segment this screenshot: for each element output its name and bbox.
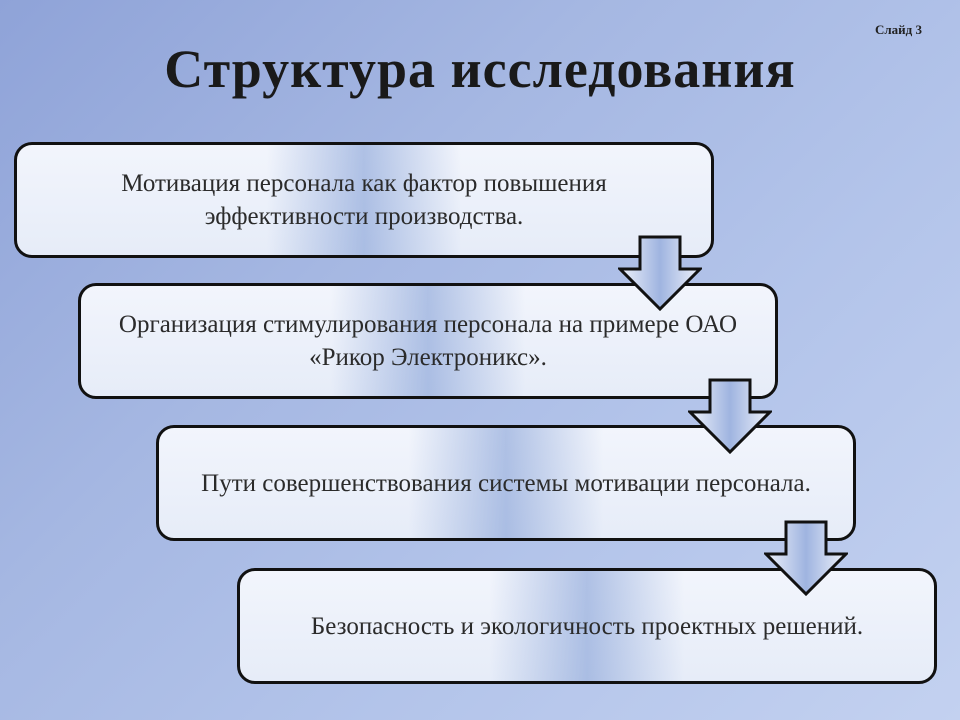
step-text: Мотивация персонала как фактор повышения… — [121, 170, 607, 230]
slide-number: Слайд 3 — [875, 22, 922, 37]
step-text: Безопасность и экологичность проектных р… — [310, 612, 864, 640]
step-box-2: Организация стимулирования персонала на … — [78, 283, 778, 399]
step-box-4: Безопасность и экологичность проектных р… — [237, 568, 937, 684]
step-text: Пути совершенствования системы мотивации… — [201, 469, 811, 497]
down-arrow-icon — [764, 520, 848, 596]
down-arrow-icon — [688, 378, 772, 454]
down-arrow-icon — [618, 235, 702, 311]
step-text: Организация стимулирования персонала на … — [118, 311, 738, 371]
step-box-1: Мотивация персонала как фактор повышения… — [14, 142, 714, 258]
page-title: Структура исследования — [164, 39, 796, 99]
step-box-3: Пути совершенствования системы мотивации… — [156, 425, 856, 541]
